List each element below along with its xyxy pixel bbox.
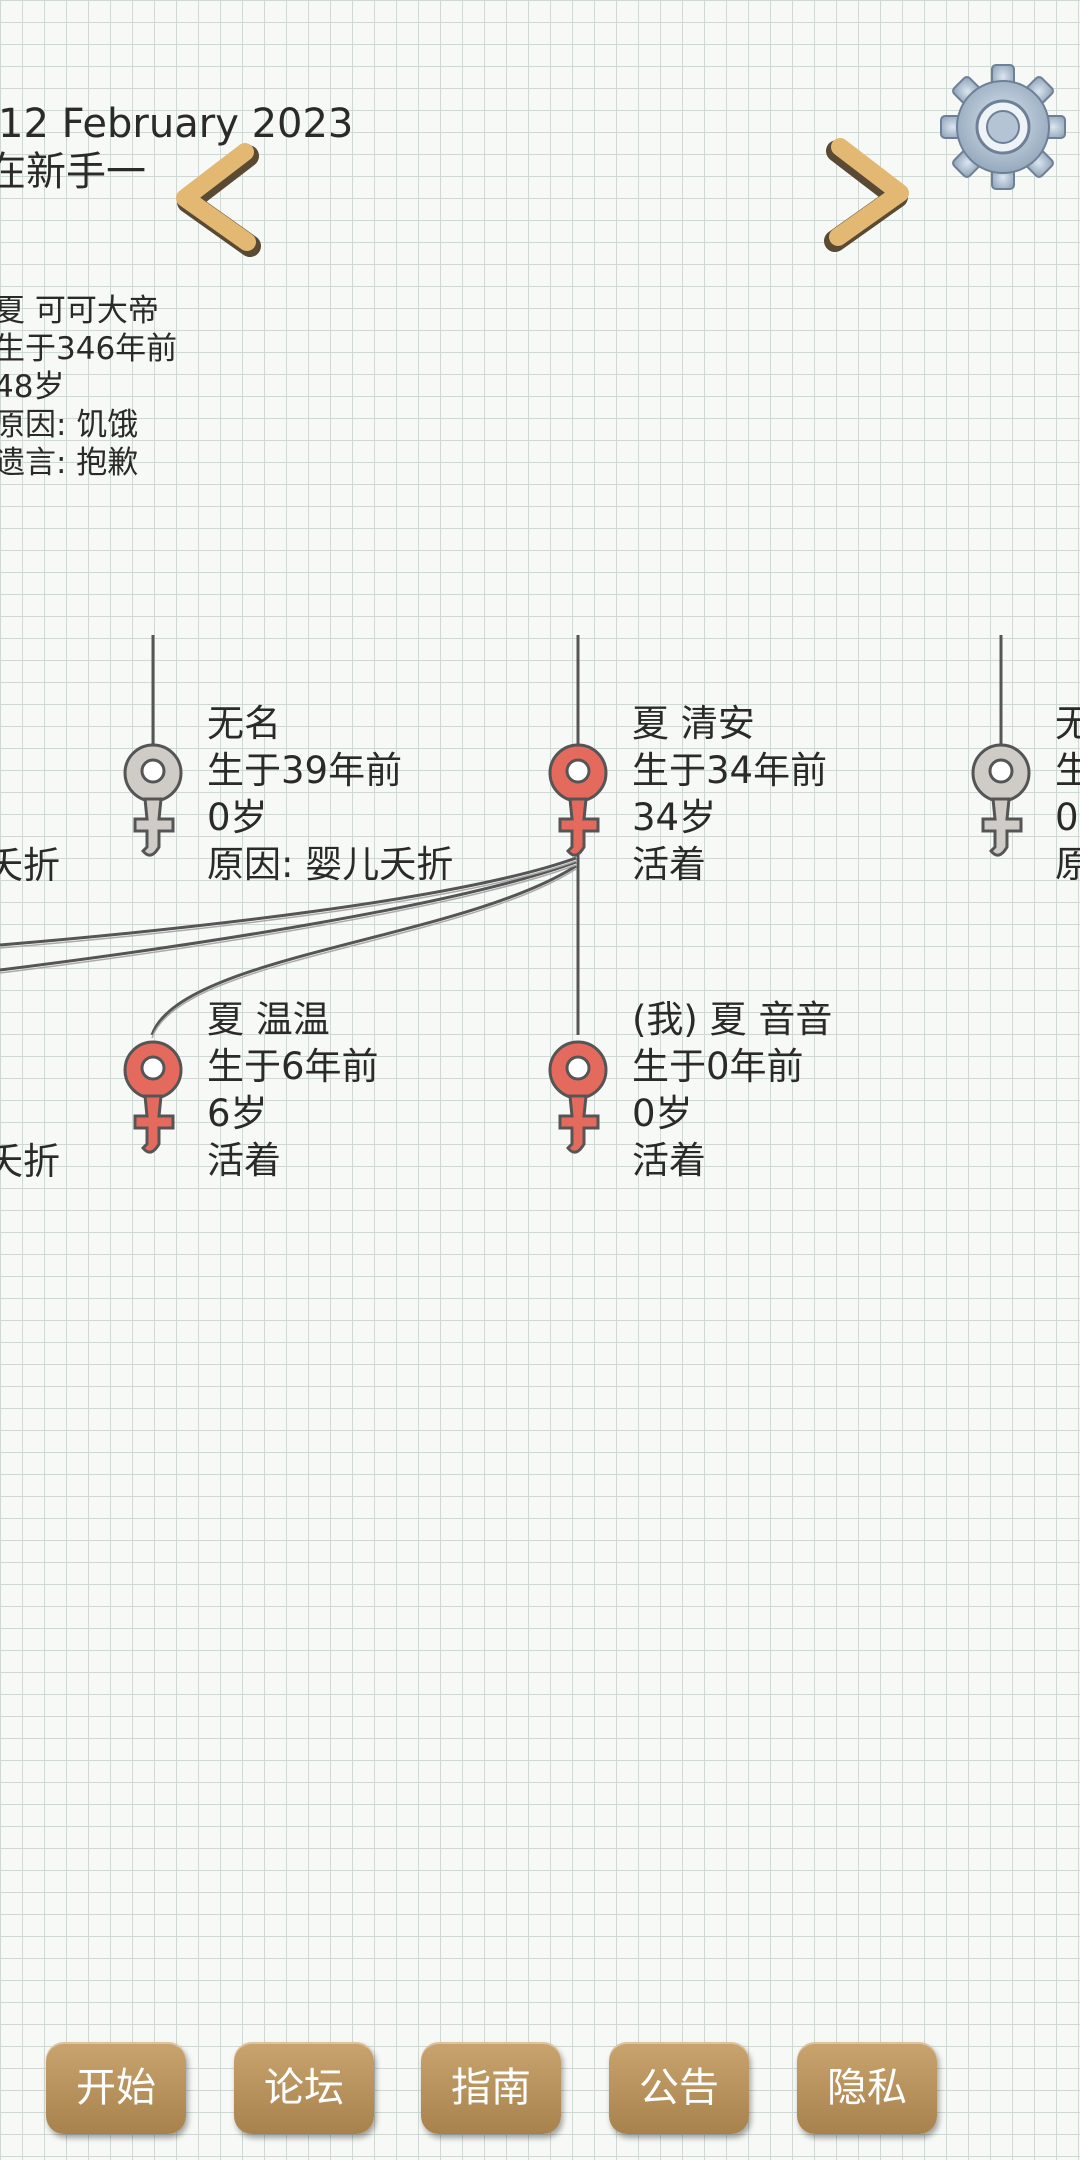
person-age: 34岁 [632, 796, 717, 839]
person-born: 生于0年前 [632, 1045, 804, 1088]
person-status: 活着 [632, 843, 706, 886]
ancestor-cause: 原因: 饥饿 [0, 407, 139, 443]
ancestor-last-words: 遗言: 抱歉 [0, 445, 139, 481]
person-born: 生于6年前 [207, 1045, 379, 1088]
person-age: 6岁 [207, 1092, 268, 1135]
ancestor-born: 生于346年前 [0, 331, 178, 367]
person-status: 活着 [207, 1139, 281, 1182]
nav-button-forum[interactable]: 论坛 [234, 2042, 374, 2134]
female-symbol-icon[interactable] [538, 1032, 618, 1162]
person-name: 无 [1055, 702, 1080, 745]
ancestor-age: 48岁 [0, 369, 65, 405]
person-status: 活着 [632, 1139, 706, 1182]
person-born: 生 [1055, 749, 1080, 792]
person-age: 0 [1055, 796, 1079, 839]
person-status: 原因: 婴儿夭折 [207, 843, 454, 886]
nav-button-privacy[interactable]: 隐私 [797, 2042, 937, 2134]
person-info: 夏 温温 生于6年前 6岁 活着 [207, 996, 379, 1184]
female-symbol-icon[interactable] [961, 735, 1041, 865]
chevron-left-icon[interactable] [165, 140, 265, 260]
person-info: (我) 夏 音音 生于0年前 0岁 活着 [632, 996, 832, 1184]
person-born: 生于39年前 [207, 749, 403, 792]
nav-button-announcement[interactable]: 公告 [609, 2042, 749, 2134]
person-name: (我) 夏 音音 [632, 998, 833, 1041]
female-symbol-icon[interactable] [113, 1032, 193, 1162]
date-label: 12 February 2023 [0, 101, 354, 147]
person-name: 夏 清安 [632, 702, 755, 745]
cause-fragment: 夭折 [0, 844, 60, 887]
person-name: 无名 [207, 702, 281, 745]
chevron-right-icon[interactable] [820, 135, 920, 255]
gear-icon[interactable] [938, 62, 1068, 192]
person-name: 夏 温温 [207, 998, 330, 1041]
person-info: 无名 生于39年前 0岁 原因: 婴儿夭折 [207, 700, 453, 888]
person-info: 无 生 0 原 [1055, 700, 1080, 888]
female-symbol-icon[interactable] [538, 735, 618, 865]
person-status: 原 [1055, 843, 1080, 886]
person-born: 生于34年前 [632, 749, 828, 792]
female-symbol-icon[interactable] [113, 735, 193, 865]
ancestor-info: 夏 可可大帝 生于346年前 48岁 原因: 饥饿 遗言: 抱歉 [0, 292, 177, 482]
person-age: 0岁 [207, 796, 268, 839]
person-info: 夏 清安 生于34年前 34岁 活着 [632, 700, 827, 888]
nav-button-start[interactable]: 开始 [46, 2042, 186, 2134]
person-age: 0岁 [632, 1092, 693, 1135]
cause-fragment: 夭折 [0, 1140, 60, 1183]
subtitle-label: 在新手一 [0, 149, 146, 195]
ancestor-name: 夏 可可大帝 [0, 293, 159, 329]
nav-button-guide[interactable]: 指南 [421, 2042, 561, 2134]
